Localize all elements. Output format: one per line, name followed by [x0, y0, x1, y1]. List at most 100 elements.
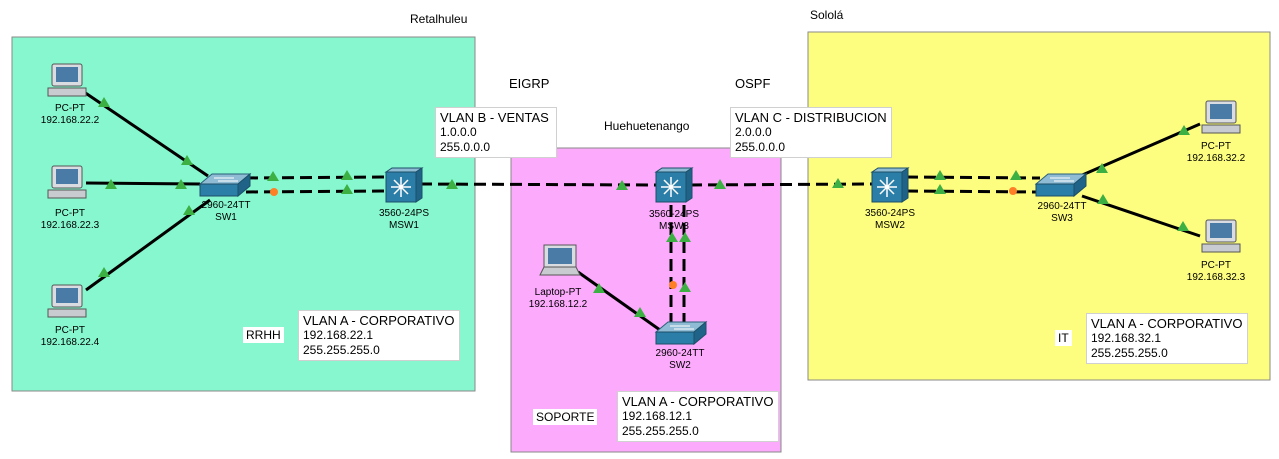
port-up: [666, 232, 678, 242]
note-mask: 255.255.255.0: [1091, 346, 1168, 360]
device-name: MSW2: [874, 220, 905, 231]
port-up: [1096, 163, 1108, 173]
area-tag-it: IT: [1055, 330, 1072, 346]
note-mask: 255.255.255.0: [303, 343, 380, 357]
note-title: VLAN C - DISTRIBUCION: [735, 110, 887, 125]
port-up: [1177, 221, 1189, 231]
port-up: [616, 180, 628, 190]
device-name: SW1: [215, 212, 237, 223]
note-network: 192.168.22.1: [303, 328, 374, 342]
switch-icon[interactable]: [1034, 172, 1088, 198]
port-up: [832, 178, 844, 188]
switch-icon[interactable]: [198, 172, 252, 198]
port-up: [593, 283, 605, 293]
port-up: [98, 267, 110, 277]
region-title-huehuetenango: Huehuetenango: [604, 119, 690, 133]
device-label-msw3: 3560-24PS MSW3: [649, 209, 699, 233]
note-corp-mid: VLAN A - CORPORATIVO 192.168.12.1 255.25…: [617, 391, 779, 442]
note-mask: 255.0.0.0: [440, 140, 491, 154]
device-type: PC-PT: [54, 325, 85, 336]
note-title: VLAN A - CORPORATIVO: [622, 394, 774, 409]
note-title: VLAN B - VENTAS: [440, 110, 549, 125]
device-label-pc2: PC-PT 192.168.22.3: [41, 208, 99, 232]
device-name: 192.168.32.3: [1186, 272, 1246, 283]
port-up: [98, 97, 110, 107]
device-type: 3560-24PS: [648, 209, 700, 220]
device-type: PC-PT: [54, 208, 85, 219]
link-sw1-msw1-b: [245, 189, 389, 194]
note-title: VLAN A - CORPORATIVO: [303, 313, 455, 328]
device-name: MSW3: [658, 221, 689, 232]
port-up: [183, 205, 195, 215]
pc-icon[interactable]: [47, 165, 87, 199]
device-label-pc3: PC-PT 192.168.22.4: [41, 325, 99, 349]
protocol-eigrp: EIGRP: [509, 76, 550, 91]
device-label-msw2: 3560-24PS MSW2: [865, 208, 915, 232]
switch-icon[interactable]: [654, 320, 708, 346]
device-label-sw3: 2960-24TT SW3: [1038, 201, 1087, 225]
port-up: [1097, 194, 1109, 204]
note-corp-left: VLAN A - CORPORATIVO 192.168.22.1 255.25…: [298, 310, 460, 361]
device-name: SW2: [669, 360, 691, 371]
port-up: [181, 155, 193, 165]
pc-icon[interactable]: [1201, 219, 1241, 253]
port-up: [1010, 170, 1022, 180]
device-type: 2960-24TT: [1037, 201, 1087, 212]
port-up: [105, 179, 117, 189]
multilayer-switch-icon[interactable]: [654, 167, 694, 203]
port-up: [679, 282, 691, 292]
note-vlan-c: VLAN C - DISTRIBUCION 2.0.0.0 255.0.0.0: [730, 107, 892, 158]
device-label-pc4: PC-PT 192.168.32.2: [1187, 141, 1245, 165]
laptop-icon[interactable]: [539, 244, 581, 276]
port-up: [679, 232, 691, 242]
pc-icon[interactable]: [47, 284, 87, 318]
area-tag-soporte: SOPORTE: [533, 409, 598, 425]
note-network: 192.168.32.1: [1091, 331, 1162, 345]
device-type: PC-PT: [1200, 141, 1231, 152]
device-label-sw1: 2960-24TT SW1: [202, 200, 251, 224]
note-title: VLAN A - CORPORATIVO: [1091, 316, 1243, 331]
device-type: Laptop-PT: [534, 287, 582, 298]
region-title-solola: Sololá: [810, 8, 844, 22]
pc-icon[interactable]: [47, 63, 87, 97]
port-blocked: [270, 188, 278, 196]
protocol-ospf: OSPF: [735, 76, 771, 91]
device-label-pc5: PC-PT 192.168.32.3: [1187, 260, 1245, 284]
device-name: 192.168.22.2: [40, 115, 100, 126]
multilayer-switch-icon[interactable]: [870, 167, 910, 203]
note-network: 2.0.0.0: [735, 125, 772, 139]
note-vlan-b: VLAN B - VENTAS 1.0.0.0 255.0.0.0: [435, 107, 557, 158]
pc-icon[interactable]: [1201, 100, 1241, 134]
link-msw1-msw3: [419, 182, 657, 187]
device-type: PC-PT: [54, 103, 85, 114]
port-up: [714, 179, 726, 189]
device-label-sw2: 2960-24TT SW2: [656, 348, 705, 372]
port-up: [934, 170, 946, 180]
note-mask: 255.255.255.0: [622, 424, 699, 438]
device-name: MSW1: [388, 220, 419, 231]
port-blocked-indicators: [270, 187, 1017, 289]
device-type: 2960-24TT: [201, 200, 251, 211]
port-up: [634, 307, 646, 317]
note-corp-right: VLAN A - CORPORATIVO 192.168.32.1 255.25…: [1086, 313, 1248, 364]
link-msw2-sw3-b: [905, 189, 1041, 194]
note-network: 192.168.12.1: [622, 409, 693, 423]
note-mask: 255.0.0.0: [735, 140, 786, 154]
note-network: 1.0.0.0: [440, 125, 477, 139]
device-label-msw1: 3560-24PS MSW1: [379, 208, 429, 232]
port-blocked: [1009, 187, 1017, 195]
link-laptop-sw2: [577, 270, 661, 332]
device-type: 2960-24TT: [655, 348, 705, 359]
port-up: [934, 184, 946, 194]
device-name: 192.168.12.2: [528, 299, 588, 310]
port-up-indicators: [98, 97, 1190, 317]
area-tag-rrhh: RRHH: [243, 327, 284, 343]
device-name: 192.168.32.2: [1186, 153, 1246, 164]
port-up: [341, 184, 353, 194]
multilayer-switch-icon[interactable]: [384, 167, 424, 203]
device-type: 3560-24PS: [864, 208, 916, 219]
device-name: 192.168.22.4: [40, 337, 100, 348]
region-title-retalhuleu: Retalhuleu: [410, 12, 468, 26]
device-name: 192.168.22.3: [40, 220, 100, 231]
